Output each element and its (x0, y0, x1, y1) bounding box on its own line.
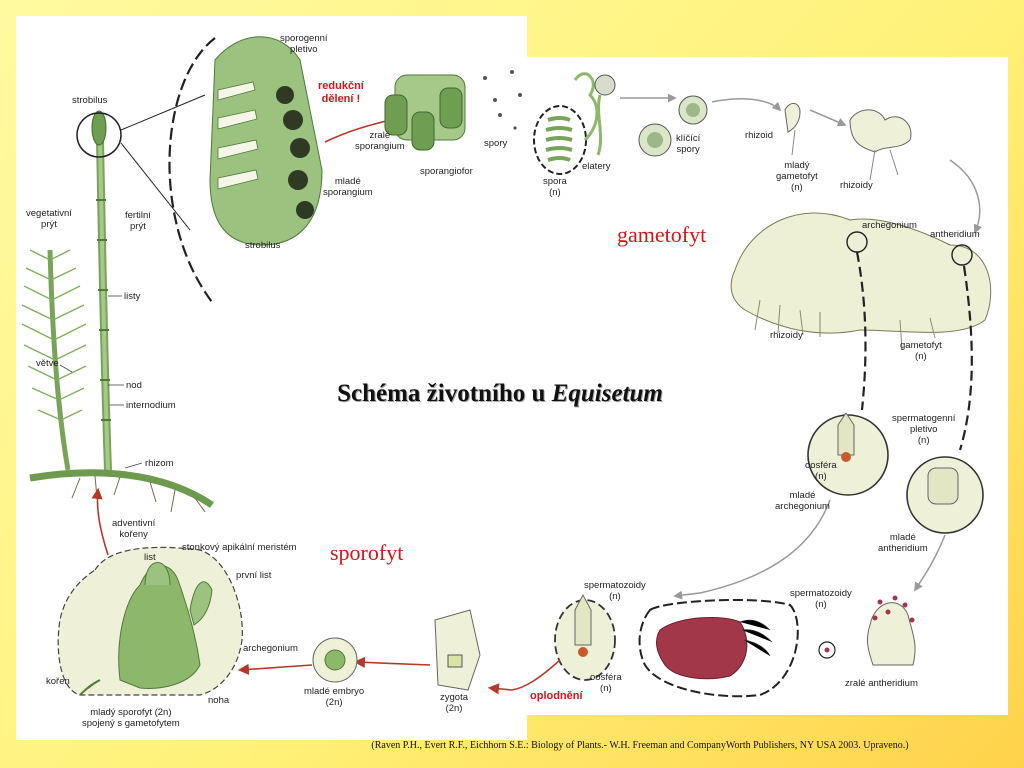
label-archegonium-gametophyte: archegonium (862, 220, 917, 231)
label-first-leaf: první list (236, 570, 272, 581)
label-antheridium-gametophyte: antheridium (930, 229, 980, 240)
label-young-antheridium: mladé antheridium (878, 532, 928, 554)
citation-credit: (Raven P.H., Evert R.F., Eichhorn S.E.: … (371, 740, 909, 751)
label-fertilization: oplodnění (530, 690, 583, 702)
label-gametophyte-n: gametofyt (n) (900, 340, 942, 362)
label-node: nod (126, 380, 142, 391)
label-fertile-shoot: fertilní prýt (125, 210, 151, 232)
label-sporogenous-tissue: sporogenní pletivo (280, 33, 328, 55)
germinating-spores-drawing (638, 95, 708, 157)
label-spore-n: spora (n) (543, 176, 567, 198)
spermatozoid-swimming-drawing (638, 598, 836, 698)
label-spermatozoids-released: spermatozoidy (n) (790, 588, 852, 610)
label-reduction-division: redukční dělení ! (318, 80, 364, 105)
label-archegonium-embryo: archegonium (243, 643, 298, 654)
phase-label-gametophyte: gametofyt (617, 222, 707, 247)
zygote-drawing (434, 609, 481, 691)
young-embryo-drawing (312, 637, 358, 683)
label-strobilus-section: strobilus (245, 240, 281, 251)
label-stem-apical-meristem: stonkový apikální meristém (182, 542, 297, 553)
label-foot: noha (208, 695, 230, 706)
label-young-archegonium: mladé archegonium (775, 490, 830, 512)
label-root: kořen (46, 676, 70, 687)
label-adventitious-roots: adventivní kořeny (112, 518, 156, 540)
horsetail-plant (21, 94, 214, 513)
title-genus: Equisetum (551, 380, 663, 407)
label-internode: internodium (126, 400, 176, 411)
label-leaves: listy (124, 291, 141, 302)
label-rhizoids-young: rhizoidy (840, 180, 873, 191)
young-archegonium-drawing (807, 412, 889, 496)
label-elaters: elatery (582, 161, 611, 172)
label-spores: spory (484, 138, 508, 149)
label-young-sporangium: mladé sporangium (323, 176, 373, 198)
label-young-embryo: mladé embryo (2n) (304, 686, 365, 708)
label-young-gametophyte: mladý gametofyt (n) (776, 160, 818, 193)
strobilus-highlight-circle (76, 112, 122, 158)
young-gametophyte-drawing (784, 103, 801, 156)
label-spermatozoids-swimming: spermatozoidy (n) (584, 580, 646, 602)
scattered-spores (483, 70, 522, 130)
label-oosphere-fertilization: oosféra (n) (590, 672, 622, 694)
label-sporangiophore: sporangiofor (420, 166, 473, 177)
label-vegetative-shoot: vegetativní prýt (26, 208, 72, 230)
spore-elaters-drawing (533, 72, 616, 175)
label-strobilus: strobilus (72, 95, 108, 106)
label-branches: větve (36, 358, 59, 369)
label-germinating-spores: klíčící spory (676, 133, 701, 155)
sporangiophore-drawing (384, 74, 466, 151)
mature-antheridium-drawing (866, 595, 916, 666)
label-mature-antheridium: zralé antheridium (845, 678, 918, 689)
label-spermatogenous-tissue: spermatogenní pletivo (n) (892, 413, 956, 446)
label-young-sporophyte: mladý sporofyt (2n) spojený s gametofyte… (82, 707, 180, 729)
label-mature-sporangium: zralé sporangium (355, 130, 405, 152)
phase-label-sporophyte: sporofyt (330, 540, 404, 565)
young-antheridium-drawing (906, 456, 984, 534)
gametophyte-rhizoids-drawing (849, 109, 912, 181)
label-zygote: zygota (2n) (440, 692, 468, 714)
young-sporophyte-drawing (57, 546, 243, 696)
right-panel (527, 57, 1008, 715)
label-leaf: list (144, 552, 156, 563)
label-rhizome: rhizom (145, 458, 174, 469)
label-oosphere-archegonium: oosféra (n) (805, 460, 837, 482)
diagram-title: Schéma životního u Equisetum (337, 380, 663, 407)
fertilized-archegonium-drawing (554, 593, 616, 681)
label-rhizoid: rhizoid (745, 130, 773, 141)
label-rhizoids-mature: rhizoidy (770, 330, 803, 341)
